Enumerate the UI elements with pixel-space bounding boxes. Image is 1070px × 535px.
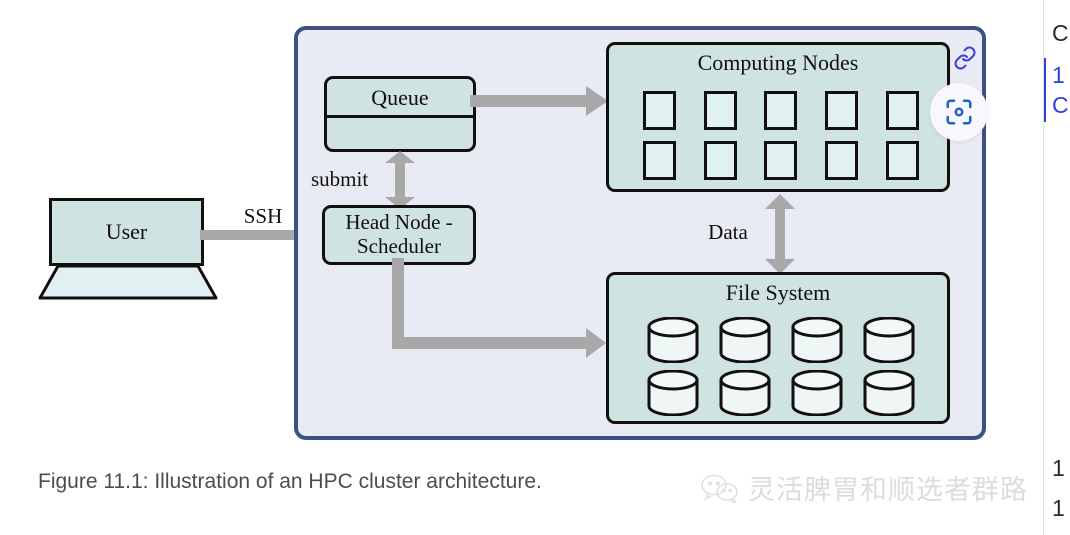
page-divider xyxy=(1043,0,1044,535)
disk-icon xyxy=(719,369,771,416)
compute-node xyxy=(825,90,859,130)
disk-icon xyxy=(863,369,915,416)
figure-caption: Figure 11.1: Illustration of an HPC clus… xyxy=(38,470,542,493)
head-node-box: Head Node - Scheduler xyxy=(322,205,476,265)
rail-line-3[interactable]: C xyxy=(1052,92,1069,118)
laptop-screen: User xyxy=(49,198,204,266)
data-arrow xyxy=(765,194,795,274)
compute-node xyxy=(703,140,737,180)
compute-node xyxy=(703,90,737,130)
compute-node xyxy=(764,90,798,130)
rail-line-2[interactable]: 1 xyxy=(1052,62,1065,88)
laptop-base xyxy=(38,264,218,300)
computing-nodes-title: Computing Nodes xyxy=(697,50,859,75)
disk-icon xyxy=(791,316,843,363)
qr-scan-icon xyxy=(946,99,972,125)
right-rail: C 1 C 1 1 xyxy=(1044,0,1070,535)
disk-icon xyxy=(647,369,699,416)
rail-accent-bar xyxy=(1044,58,1046,122)
link-icon[interactable] xyxy=(953,46,977,70)
queue-box: Queue xyxy=(324,76,476,152)
submit-arrow xyxy=(385,151,415,209)
disk-icon xyxy=(647,316,699,363)
computing-node-grid xyxy=(629,85,933,185)
wechat-logo-icon xyxy=(701,474,738,503)
file-system-box: File System xyxy=(606,272,950,424)
file-system-disk-grid xyxy=(637,313,925,419)
rail-line-5: 1 xyxy=(1052,495,1065,521)
head-node-to-file-system-arrow xyxy=(392,258,606,358)
queue-divider xyxy=(327,115,473,118)
disk-icon xyxy=(719,316,771,363)
watermark: 灵活脾胃和顺选者群路 xyxy=(700,468,1028,507)
computing-nodes-box: Computing Nodes xyxy=(606,42,950,192)
ssh-arrow xyxy=(200,221,338,249)
head-node-label: Head Node - Scheduler xyxy=(345,210,453,258)
compute-node xyxy=(764,140,798,180)
user-label: User xyxy=(105,218,148,244)
file-system-title: File System xyxy=(725,280,831,305)
disk-icon xyxy=(791,369,843,416)
disk-icon xyxy=(863,316,915,363)
compute-node xyxy=(886,140,920,180)
compute-node xyxy=(886,90,920,130)
data-label: Data xyxy=(708,220,748,244)
compute-node xyxy=(825,140,859,180)
ssh-label: SSH xyxy=(243,204,283,228)
rail-line-1: C xyxy=(1052,20,1069,46)
qr-scan-button[interactable] xyxy=(930,83,988,141)
watermark-text: 灵活脾胃和顺选者群路 xyxy=(748,475,1028,505)
compute-node xyxy=(642,90,676,130)
queue-label: Queue xyxy=(371,84,429,110)
figure-area: User SSH Queue submit Head Node - Schedu… xyxy=(38,26,1028,507)
rail-line-4: 1 xyxy=(1052,455,1065,481)
submit-label: submit xyxy=(311,167,369,191)
queue-to-computing-nodes-arrow xyxy=(470,86,608,116)
compute-node xyxy=(642,140,676,180)
user-laptop: User xyxy=(38,198,218,308)
